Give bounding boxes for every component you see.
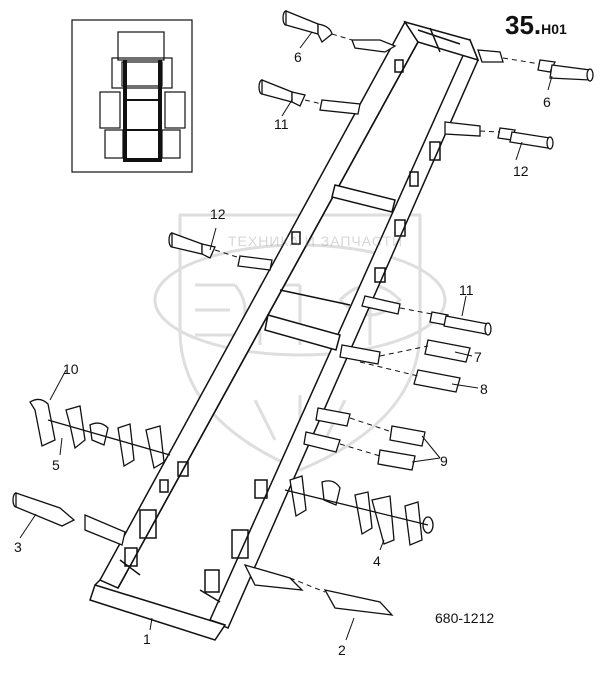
page-number-suffix: H01 — [541, 21, 567, 37]
part-4-bracket-assembly — [284, 475, 434, 546]
part-11-bracket-upper — [258, 79, 361, 115]
page-number-main: 35. — [505, 10, 542, 40]
part-2-bracket — [243, 563, 394, 616]
callout-10: 10 — [63, 361, 79, 377]
part-6-bracket-left — [282, 10, 397, 53]
callout-6-left: 6 — [294, 49, 302, 65]
figure-code: 680-1212 — [435, 610, 495, 626]
callout-9: 9 — [440, 453, 448, 469]
callout-3: 3 — [14, 539, 22, 555]
part-12-bracket-left — [168, 232, 273, 271]
part-3-bracket — [12, 492, 126, 546]
callout-6-right: 6 — [543, 94, 551, 110]
part-6-bracket-right — [477, 49, 594, 82]
part-11-bracket-right — [361, 295, 492, 336]
callout-12-right: 12 — [513, 163, 529, 179]
assembly-dashed-lines — [214, 33, 541, 593]
part-12-bracket-right — [444, 121, 554, 150]
callout-2: 2 — [338, 642, 346, 658]
callout-1: 1 — [143, 631, 151, 647]
callout-8: 8 — [480, 381, 488, 397]
page-number: 35.H01 — [505, 10, 567, 41]
callout-11-right: 11 — [459, 282, 474, 298]
callout-11-upper: 11 — [274, 116, 289, 132]
watermark-text: ТЕХНИКА И ЗАПЧАСТИ — [228, 233, 404, 249]
spacer-parts — [303, 339, 471, 471]
callout-7: 7 — [474, 349, 482, 365]
chassis-frame — [89, 20, 480, 641]
callout-4: 4 — [373, 553, 381, 569]
callout-12-left: 12 — [210, 206, 226, 222]
part-5-bracket-assembly — [29, 398, 171, 470]
inset-vehicle-view — [71, 19, 193, 173]
callout-5: 5 — [52, 457, 60, 473]
callout-leaders — [19, 31, 553, 641]
